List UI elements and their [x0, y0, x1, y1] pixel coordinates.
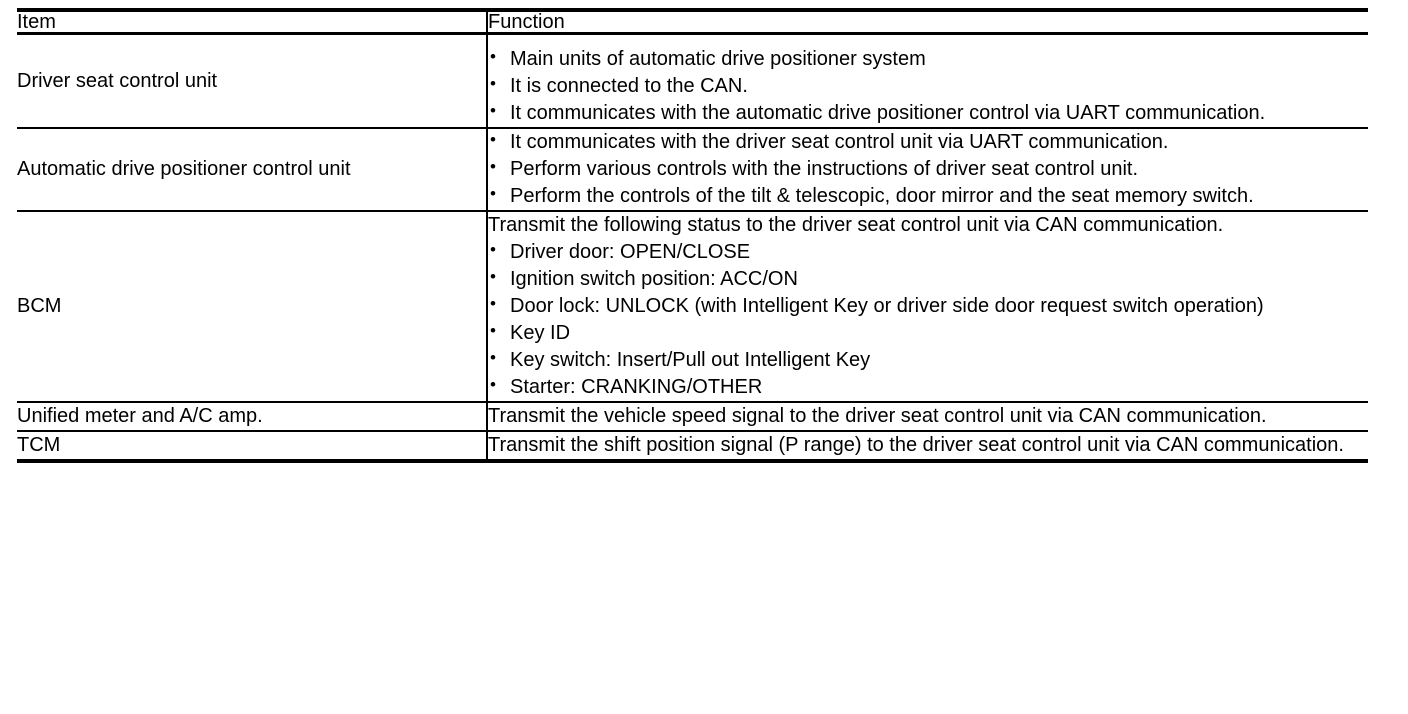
row-item-label: Unified meter and A/C amp. — [17, 402, 488, 432]
list-item: Perform the controls of the tilt & teles… — [488, 182, 1368, 209]
table-row: TCM Transmit the shift position signal (… — [17, 431, 1368, 463]
row-function-cell: Main units of automatic drive positioner… — [487, 33, 1368, 129]
column-header-item: Item — [17, 8, 488, 35]
row-function-cell: It communicates with the driver seat con… — [487, 128, 1368, 212]
row-item-label: BCM — [17, 211, 488, 403]
function-bullet-list: Driver door: OPEN/CLOSE Ignition switch … — [488, 238, 1368, 400]
table-row: BCM Transmit the following status to the… — [17, 211, 1368, 403]
row-item-label: Driver seat control unit — [17, 33, 488, 129]
row-function-cell: Transmit the vehicle speed signal to the… — [487, 402, 1368, 432]
item-function-table: Item Function Driver seat control unit M… — [17, 8, 1368, 463]
list-item: Main units of automatic drive positioner… — [488, 45, 1368, 72]
table-row: Driver seat control unit Main units of a… — [17, 33, 1368, 129]
table-header: Item Function — [17, 8, 1368, 35]
list-item: It is connected to the CAN. — [488, 72, 1368, 99]
function-bullet-list: Main units of automatic drive positioner… — [488, 45, 1368, 126]
list-item: It communicates with the automatic drive… — [488, 99, 1368, 126]
list-item: Starter: CRANKING/OTHER — [488, 373, 1368, 400]
list-item: Ignition switch position: ACC/ON — [488, 265, 1368, 292]
table-body: Driver seat control unit Main units of a… — [17, 33, 1368, 463]
list-item: Door lock: UNLOCK (with Intelligent Key … — [488, 292, 1368, 319]
row-function-cell: Transmit the following status to the dri… — [487, 211, 1368, 403]
table-row: Automatic drive positioner control unit … — [17, 128, 1368, 212]
table-row: Unified meter and A/C amp. Transmit the … — [17, 402, 1368, 432]
row-item-label: Automatic drive positioner control unit — [17, 128, 488, 212]
row-item-label: TCM — [17, 431, 488, 463]
column-header-function: Function — [487, 8, 1368, 35]
list-item: Key ID — [488, 319, 1368, 346]
function-bullet-list: It communicates with the driver seat con… — [488, 128, 1368, 209]
function-lead-text: Transmit the following status to the dri… — [488, 214, 1224, 236]
table-header-row: Item Function — [17, 8, 1368, 35]
list-item: Key switch: Insert/Pull out Intelligent … — [488, 346, 1368, 373]
row-function-cell: Transmit the shift position signal (P ra… — [487, 431, 1368, 463]
list-item: Driver door: OPEN/CLOSE — [488, 238, 1368, 265]
function-lead-text: Transmit the shift position signal (P ra… — [488, 434, 1344, 456]
list-item: It communicates with the driver seat con… — [488, 128, 1368, 155]
list-item: Perform various controls with the instru… — [488, 155, 1368, 182]
function-lead-text: Transmit the vehicle speed signal to the… — [488, 405, 1267, 427]
